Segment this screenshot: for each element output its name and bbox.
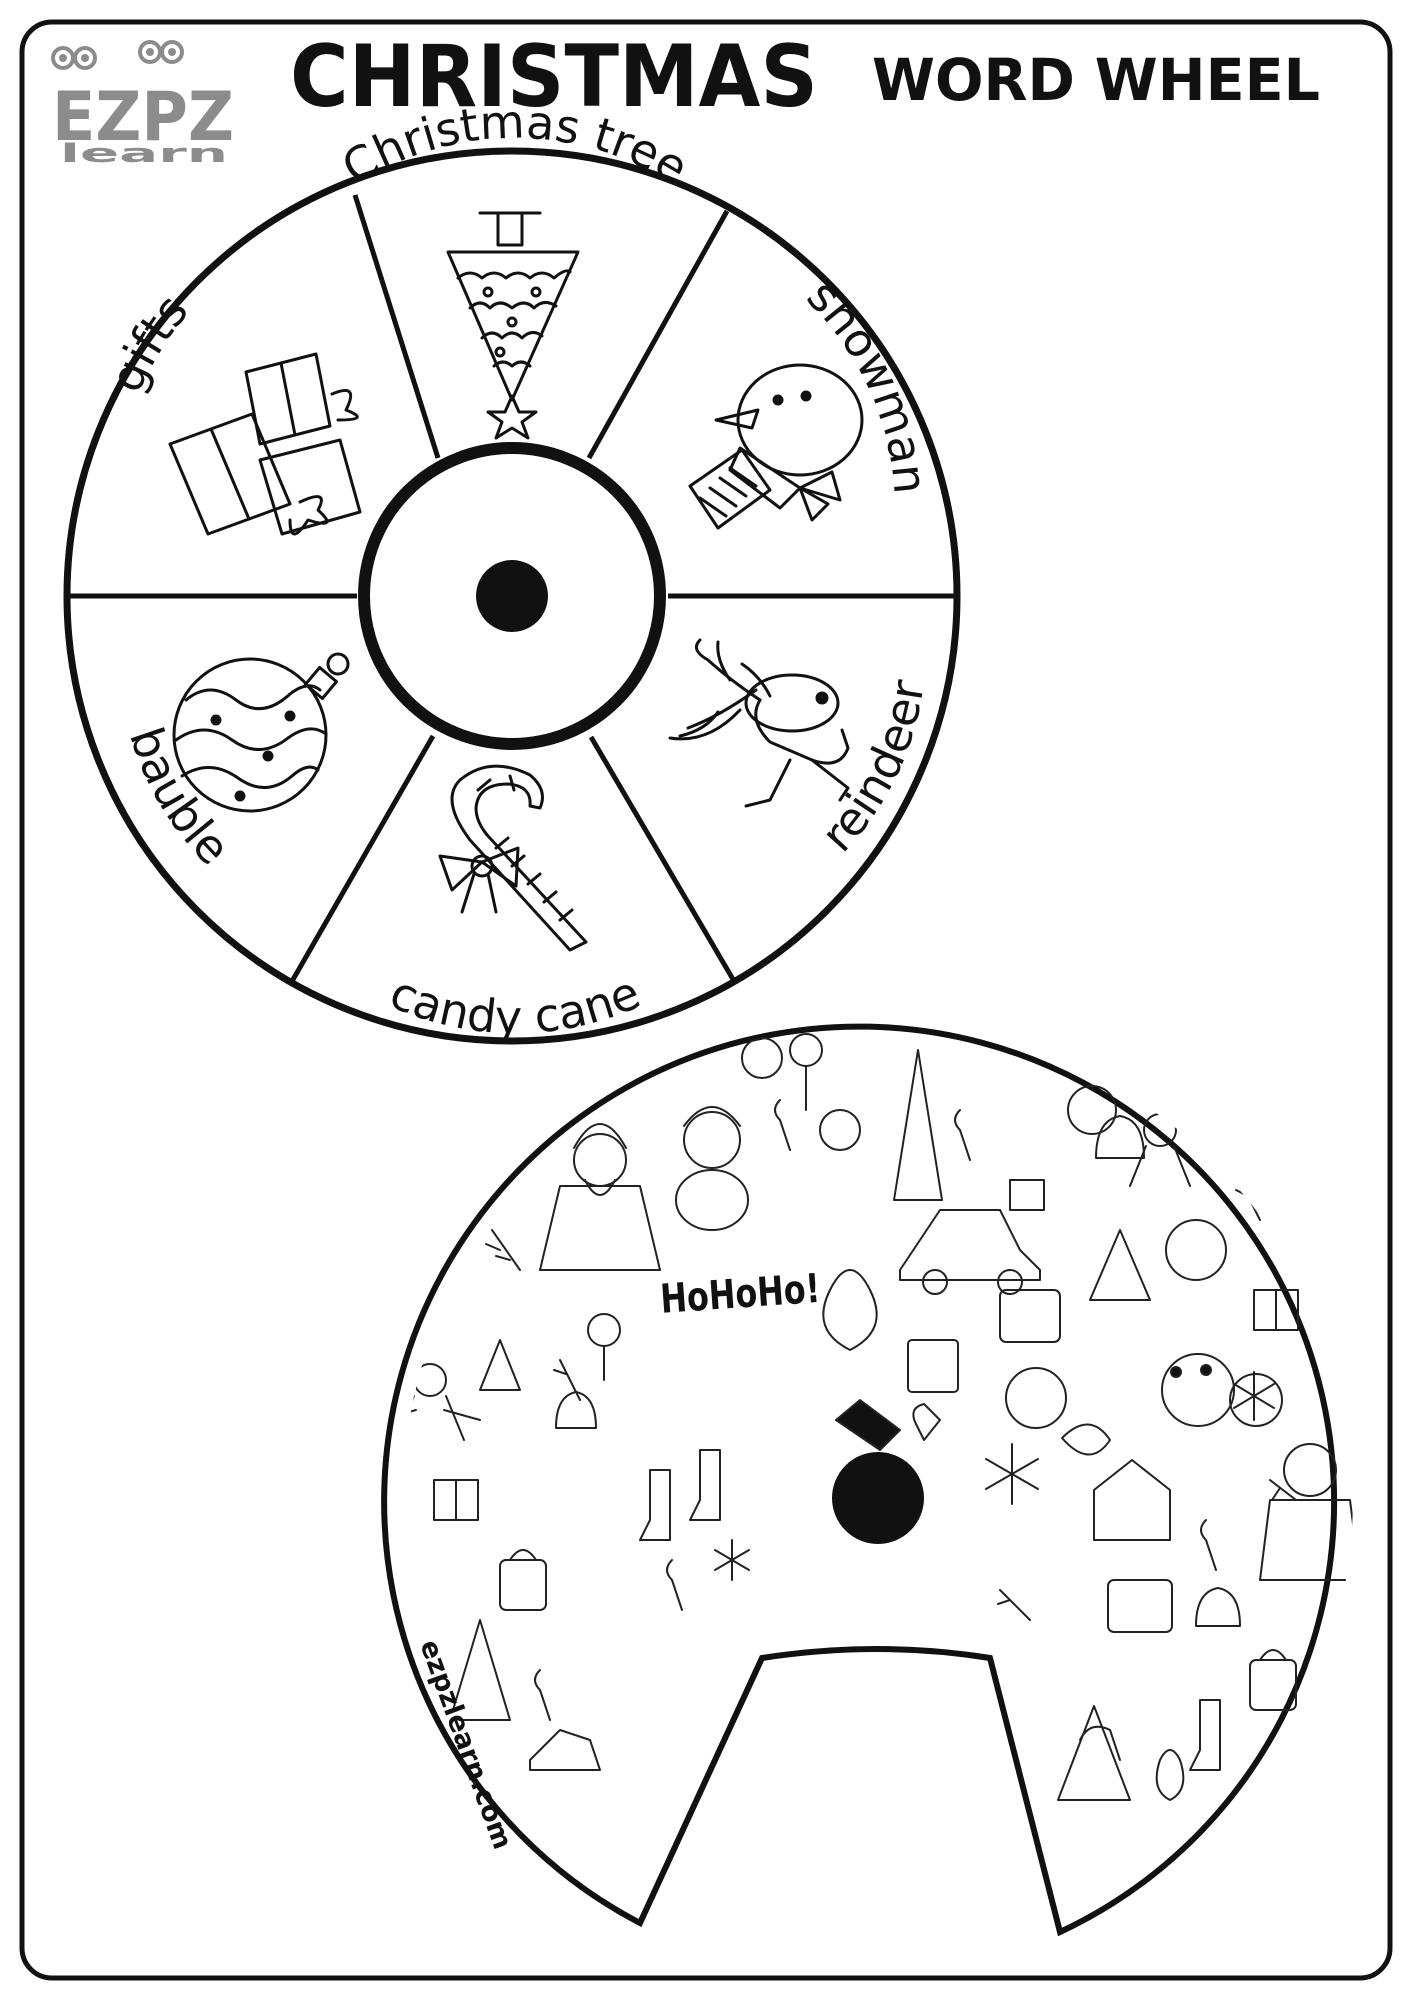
cover-wheel: HoHoHo! ezpzlearn.com <box>381 1023 1353 1937</box>
tree-doodle-icon <box>449 1049 1151 1801</box>
word-wheel: Christmas tree snowman reindeer candy ca… <box>63 94 961 1045</box>
hohoho-text: HoHoHo! <box>659 1266 822 1323</box>
gifts-icon <box>168 352 362 536</box>
logo-mark: EZPZ <box>52 78 234 157</box>
wheel-pin-hole <box>476 560 548 632</box>
logo-eyes-icon <box>51 40 184 70</box>
doodle-pattern <box>403 1033 1353 1801</box>
car-doodle-icon <box>529 1209 1041 1771</box>
cover-pin-hole <box>832 1452 924 1544</box>
ezpz-logo: EZPZ learn <box>51 40 234 169</box>
title-main: CHRISTMAS <box>290 27 818 127</box>
wheel-dividers <box>68 194 958 985</box>
wheel-doodle-icon <box>1165 1219 1227 1281</box>
santa-icon <box>539 1123 661 1271</box>
logo-sub: learn <box>60 139 228 169</box>
christmas-tree-icon <box>446 211 580 440</box>
snowflake-icon <box>714 1371 1275 1581</box>
snowman-icon <box>688 363 864 530</box>
candy-cane-icon <box>438 764 588 952</box>
bauble-icon <box>172 652 350 813</box>
title-secondary: WORD WHEEL <box>872 46 1320 114</box>
snowman-doodle-icon <box>675 1106 749 1231</box>
reindeer-icon <box>668 638 850 808</box>
